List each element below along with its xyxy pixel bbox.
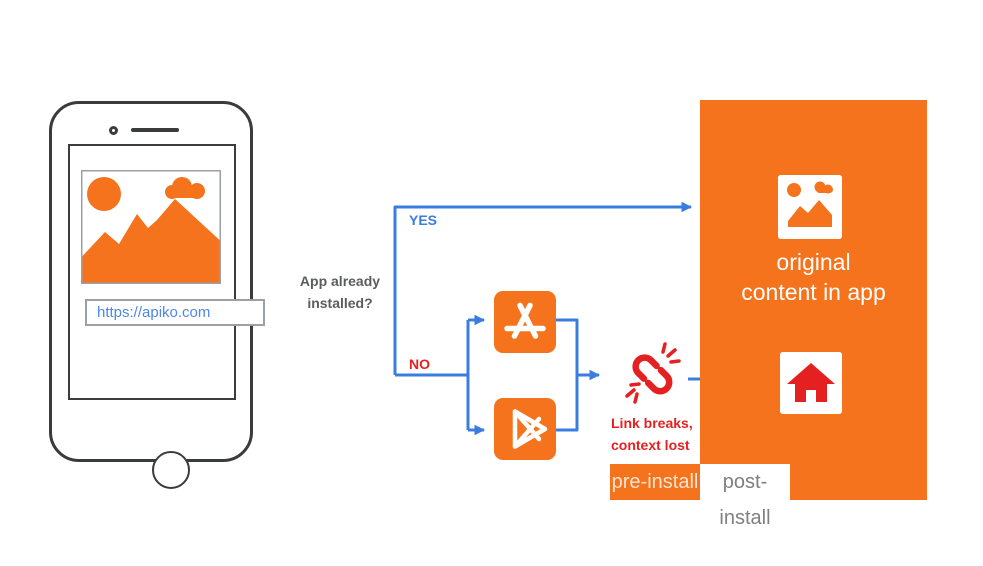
speaker-bar-icon bbox=[131, 128, 179, 132]
camera-dot-icon bbox=[109, 126, 118, 135]
home-button bbox=[152, 451, 190, 489]
no-label: NO bbox=[409, 356, 430, 372]
url-bar: https://apiko.com bbox=[85, 299, 265, 326]
merge-line bbox=[556, 318, 579, 432]
image-placeholder-icon bbox=[81, 170, 221, 284]
app-store-icon bbox=[494, 291, 556, 353]
broken-link-icon bbox=[625, 342, 681, 404]
image-content-icon bbox=[778, 175, 842, 239]
phone-screen bbox=[68, 144, 236, 489]
app-panel: original content in app bbox=[700, 100, 927, 500]
pre-install-tag: pre-install bbox=[610, 464, 700, 500]
google-play-icon bbox=[494, 398, 556, 460]
url-text: https://apiko.com bbox=[97, 304, 211, 321]
panel-caption: original content in app bbox=[741, 249, 886, 305]
yes-label: YES bbox=[409, 212, 438, 228]
decision-question: App already installed? bbox=[299, 273, 381, 311]
home-icon bbox=[780, 352, 842, 414]
phone-mockup: https://apiko.com bbox=[49, 101, 265, 489]
link-breaks-caption: Link breaks, context lost bbox=[611, 415, 693, 453]
post-install-tag: post-install bbox=[700, 464, 790, 529]
